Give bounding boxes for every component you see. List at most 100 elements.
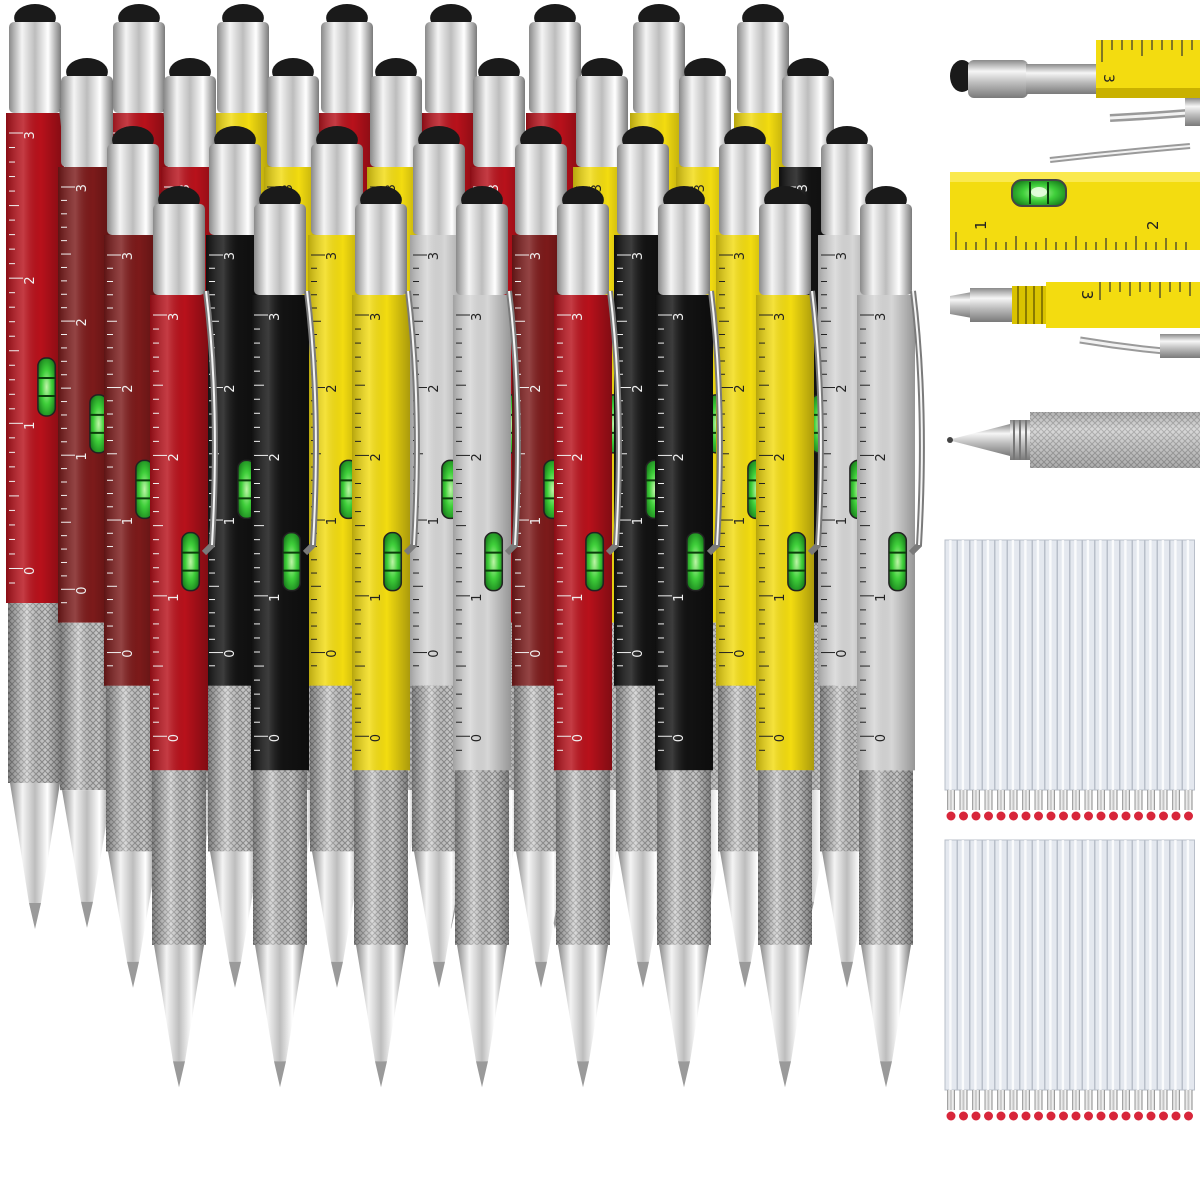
pen-cap [9, 22, 61, 113]
ruler-scale-icon [759, 314, 773, 751]
bubble-level-icon [37, 357, 57, 417]
pen-cap [759, 204, 811, 295]
ruler-number: 0 [631, 650, 646, 658]
pen-cap [658, 204, 710, 295]
pen-array: 0123012301230123012301230123012301230123… [6, 4, 925, 1088]
grip-shading [8, 603, 62, 783]
ruler-number: 3 [487, 184, 502, 192]
ink-refill [1082, 539, 1095, 821]
ruler-scale-icon [355, 314, 369, 751]
bubble-level-icon [282, 531, 302, 592]
ruler-number: 2 [631, 384, 646, 392]
ink-refill [1119, 839, 1133, 1121]
ink-refill [982, 839, 995, 1121]
ruler-number: 0 [223, 650, 238, 658]
barrel-shading [655, 295, 713, 771]
ballpoint-tip-icon [375, 1061, 387, 1088]
pen-cap [679, 76, 731, 167]
pen-cap [557, 204, 609, 295]
detail-ruler-number: 2 [1144, 220, 1162, 230]
ink-refill [1019, 839, 1033, 1121]
ruler-number: 0 [571, 734, 586, 742]
ruler-scale-icon [658, 314, 672, 751]
pen-cone [312, 851, 362, 962]
ruler-number: 3 [590, 184, 605, 192]
pen-cap [217, 22, 269, 113]
ink-refill [969, 839, 983, 1121]
pen-cap [254, 204, 306, 295]
ink-refill [1144, 539, 1158, 821]
pen-cap [860, 204, 912, 295]
ruler-number: 0 [470, 734, 485, 742]
pen-clip-icon [302, 290, 319, 556]
ruler-number: 0 [427, 650, 442, 658]
ink-refill [1132, 839, 1145, 1121]
ruler-scale-icon [860, 314, 874, 751]
ruler-number: 3 [631, 252, 646, 260]
ballpoint-tip-icon [274, 1061, 286, 1088]
ink-refill [1132, 539, 1145, 821]
pen-cap [456, 204, 508, 295]
ruler-scale-icon [107, 254, 121, 667]
pen-cap [413, 144, 465, 235]
ruler-number: 0 [835, 650, 850, 658]
ruler-number: 3 [75, 184, 90, 192]
ruler-number: 3 [874, 313, 889, 321]
ruler-scale-icon [557, 314, 571, 751]
ink-refill [994, 539, 1008, 821]
ink-refill [1119, 539, 1133, 821]
ruler-number: 0 [733, 650, 748, 658]
pen-cone [618, 851, 668, 962]
bubble-level-icon [383, 531, 403, 592]
ruler-number: 1 [571, 594, 586, 602]
ink-refill [1057, 539, 1070, 821]
ruler-scale-icon [821, 254, 835, 667]
ruler-number: 1 [268, 594, 283, 602]
ruler-number: 0 [23, 567, 38, 575]
ruler-number: 1 [631, 517, 646, 525]
ruler-number: 3 [693, 184, 708, 192]
ruler-number: 2 [733, 384, 748, 392]
ruler-number: 0 [325, 650, 340, 658]
ruler-number: 2 [529, 384, 544, 392]
ruler-number: 3 [427, 252, 442, 260]
pen-cone [356, 944, 406, 1062]
detail-stylus-tip: 3 [950, 40, 1200, 126]
barrel-shading [756, 295, 814, 771]
ink-refill [1069, 539, 1083, 821]
ruler-number: 0 [773, 734, 788, 742]
ballpoint-tip-icon [229, 961, 241, 988]
feature-detail-panel: 3 [944, 40, 1200, 1121]
ink-refill [1032, 539, 1045, 821]
ruler-number: 2 [121, 384, 136, 392]
barrel-shading [150, 295, 208, 771]
ink-refill [1182, 839, 1195, 1121]
ruler-number: 0 [268, 734, 283, 742]
ballpoint-tip-icon [880, 1061, 892, 1088]
ruler-scale-icon [1101, 40, 1193, 62]
pen-cone [154, 944, 204, 1062]
ink-refill [1144, 839, 1158, 1121]
bubble-level-icon [686, 531, 706, 592]
ink-refill [1107, 839, 1120, 1121]
ballpoint-tip-icon [127, 961, 139, 988]
grip-shading [556, 770, 610, 945]
ink-refill [1032, 839, 1045, 1121]
ink-refill [957, 839, 970, 1121]
ruler-scale-icon [9, 132, 23, 584]
stylus-tip-icon [950, 60, 1098, 98]
ballpoint-tip-icon [841, 961, 853, 988]
grip-shading [152, 770, 206, 945]
ruler-number: 3 [223, 252, 238, 260]
ink-refill [1094, 839, 1108, 1121]
pen-cap [737, 22, 789, 113]
barrel-shading [857, 295, 915, 771]
pen-cap [617, 144, 669, 235]
pen-clip-icon [1109, 98, 1200, 126]
ballpoint-tip-icon [476, 1061, 488, 1088]
pen-cap [153, 204, 205, 295]
ruler-scale-icon [61, 186, 75, 604]
detail-ballpoint-tip [947, 412, 1200, 468]
